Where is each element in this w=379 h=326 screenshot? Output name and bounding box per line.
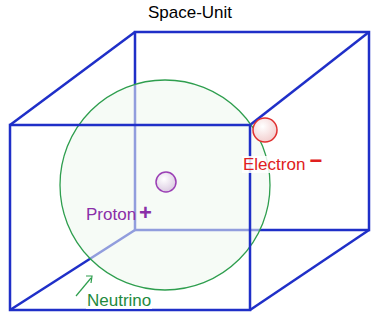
cube-wireframe — [10, 32, 369, 310]
particle-label: Proton — [86, 206, 136, 223]
cube-front-face — [10, 125, 250, 310]
proton-particle — [156, 172, 176, 192]
charge-sign: − — [309, 150, 322, 172]
cube-edge — [250, 230, 369, 310]
electron-particle — [253, 118, 277, 142]
title: Space-Unit — [148, 4, 232, 21]
leader-arrowhead — [86, 276, 92, 283]
cube-edge — [250, 32, 369, 125]
charge-sign: + — [139, 202, 152, 224]
neutrino-sphere — [60, 80, 270, 290]
particle-label: Electron — [242, 156, 306, 173]
particle-label: Neutrino — [86, 292, 152, 309]
